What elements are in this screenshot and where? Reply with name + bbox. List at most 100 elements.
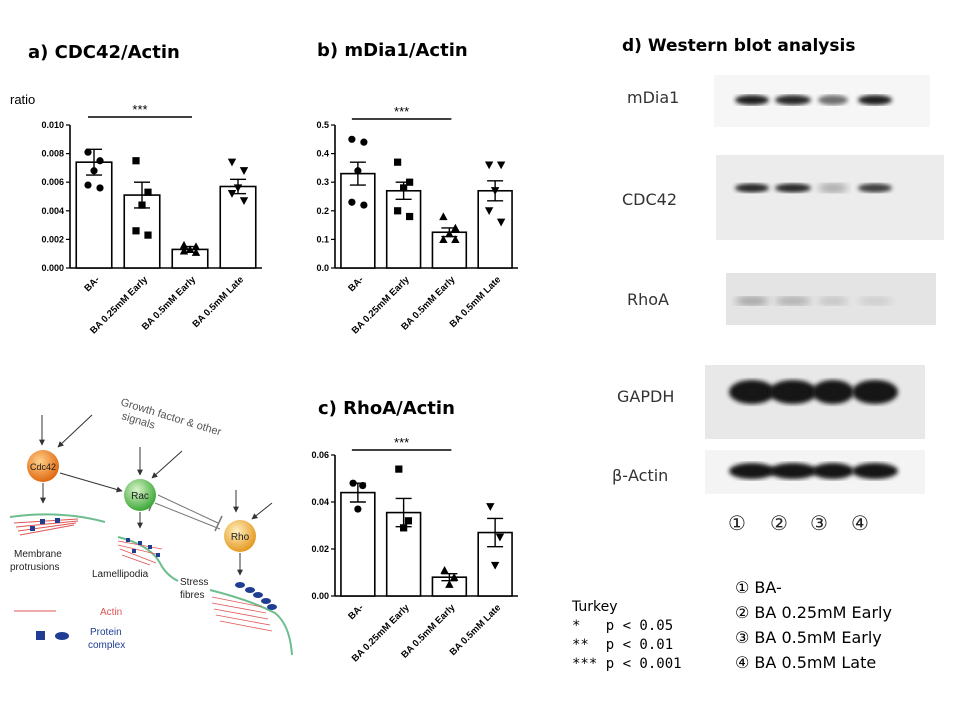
data-point [490,561,500,570]
stats-title: Turkey [572,599,618,615]
blot-band [858,95,892,105]
blot-band [812,380,854,404]
chart-y-label: ratio [10,92,35,107]
rac-node [124,479,156,511]
data-point [439,235,448,243]
western-blot-image [705,75,944,494]
blot-band [852,463,898,479]
bar [477,189,513,269]
x-tick-label: BA 0.5mM Late [190,274,246,330]
blot-band [735,95,769,105]
protein-complex-ellipse [55,632,69,640]
bar [385,189,422,269]
lane-2-label: ② [770,511,788,535]
data-point [394,207,402,215]
blot-panel [705,365,925,439]
row-label-rhoa: RhoA [627,290,669,309]
blot-panel [716,155,944,240]
data-point [404,517,413,525]
data-point [439,212,448,221]
row-label-mdia1: mDia1 [627,88,680,107]
lamellipodia-label: Lamellipodia [92,569,149,580]
blot-band [769,463,817,479]
significance-label: *** [132,102,147,117]
data-point [496,218,506,227]
lamellipodia-illustration [117,536,179,582]
y-tick-label: 0.00 [311,591,329,601]
chart-a: ratio0.0000.0020.0040.0060.0080.010BA-BA… [10,92,262,336]
x-tick-label: BA- [82,274,102,294]
y-tick-label: 0.004 [41,206,64,216]
blot-band [858,183,892,193]
data-point [96,157,104,165]
data-point [96,184,104,192]
blot-band [812,463,854,479]
data-point [349,479,357,487]
y-tick-label: 0.5 [316,120,329,130]
arrow [59,472,123,493]
stress-fibres-illustration [209,582,293,656]
blot-band [729,380,775,404]
blot-band [769,380,817,404]
membrane-protrusions-illustration [9,513,106,536]
y-tick-label: 0.02 [311,544,329,554]
data-point [179,240,189,249]
y-tick-label: 0.010 [41,120,64,130]
blot-band [775,297,811,305]
lane-1-label: ① [728,511,746,535]
data-point [179,246,189,255]
y-tick-label: 0.0 [316,263,329,273]
data-point [451,235,460,243]
arrow [57,414,93,448]
rac-label: Rac [131,491,149,502]
data-point [90,167,98,175]
data-point [495,533,505,542]
stats-line: *** p < 0.001 [572,656,682,672]
y-tick-label: 0.04 [311,497,329,507]
data-point [445,229,454,238]
chart-a-title: a) CDC42/Actin [28,42,180,63]
y-tick-label: 0.3 [316,177,329,187]
y-tick-label: 0.008 [41,149,64,159]
cdc42-node [27,450,59,482]
legend-item: ② BA 0.25mM Early [735,603,892,622]
row-label-cdc42: CDC42 [622,190,678,209]
data-point [360,138,368,146]
stats-line: * p < 0.05 [572,618,674,634]
legend-item: ③ BA 0.5mM Early [735,628,882,647]
chart-b-title: b) mDia1/Actin [317,40,468,61]
blot-band [818,95,848,105]
diagram-header: Growth factor & othersignals [115,396,223,451]
data-point [445,580,454,588]
data-point [400,524,408,532]
data-point [354,167,362,175]
data-point [354,505,362,513]
data-point [132,157,140,165]
western-title: d) Western blot analysis [622,36,856,56]
bar [219,185,257,269]
y-tick-label: 0.000 [41,263,64,273]
data-point [400,184,408,192]
row-label-beta-actin: β-Actin [612,466,669,485]
data-point [360,201,368,209]
data-point [440,565,449,574]
data-point [144,188,152,196]
data-point [484,207,494,215]
bar [75,161,113,269]
data-point [84,148,92,156]
rho-node [224,520,256,552]
data-point [239,197,249,205]
significance-label: *** [394,435,409,450]
inhibit-line [157,494,219,524]
data-point [348,135,356,143]
cdc42-label: Cdc42 [30,462,56,472]
data-point [227,158,237,167]
chart-c-title: c) RhoA/Actin [318,398,455,419]
data-point [490,187,500,195]
arrow [151,450,183,479]
blot-band [818,297,848,305]
actin-key-label: Actin [100,607,122,618]
